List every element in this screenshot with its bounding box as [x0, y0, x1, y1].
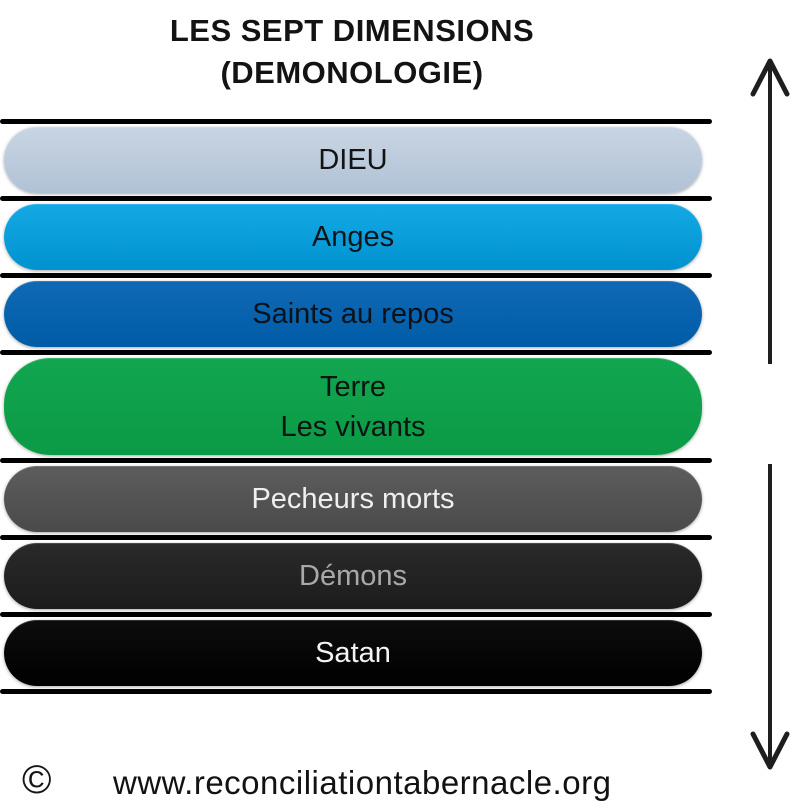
level-label-2: Les vivants [280, 410, 426, 443]
website-url: www.reconciliationtabernacle.org [113, 764, 612, 801]
level-label: Pecheurs morts [251, 483, 455, 515]
separator-line [0, 273, 712, 278]
levels-stack: DIEU Anges Saints au repos Terre Les viv… [0, 119, 712, 694]
copyright-symbol: © [22, 758, 52, 802]
separator-line [0, 119, 712, 124]
level-bar-anges: Anges [4, 204, 702, 270]
separator-line [0, 458, 712, 463]
level-label: Saints au repos [252, 298, 454, 330]
level-label: Démons [299, 560, 407, 592]
separator-line [0, 689, 712, 694]
level-label: Satan [315, 637, 391, 669]
level-bar-demons: Démons [4, 543, 702, 609]
level-label: Terre [319, 370, 387, 403]
level-bar-saints-au-repos: Saints au repos [4, 281, 702, 347]
title-line-1: LES SEPT DIMENSIONS [169, 13, 535, 48]
diagram-title: LES SEPT DIMENSIONS (DEMONOLOGIE) [0, 10, 704, 94]
down-arrow-icon [744, 458, 796, 785]
separator-line [0, 196, 712, 201]
separator-line [0, 612, 712, 617]
level-label: Anges [311, 221, 395, 253]
title-line-2: (DEMONOLOGIE) [220, 55, 484, 90]
level-bar-terre-les-vivants: Terre Les vivants [4, 358, 702, 455]
level-bar-satan: Satan [4, 620, 702, 686]
level-bar-pecheurs-morts: Pecheurs morts [4, 466, 702, 532]
up-arrow-icon [744, 48, 796, 375]
separator-line [0, 350, 712, 355]
level-label: DIEU [318, 144, 388, 176]
separator-line [0, 535, 712, 540]
level-bar-dieu: DIEU [4, 127, 702, 193]
